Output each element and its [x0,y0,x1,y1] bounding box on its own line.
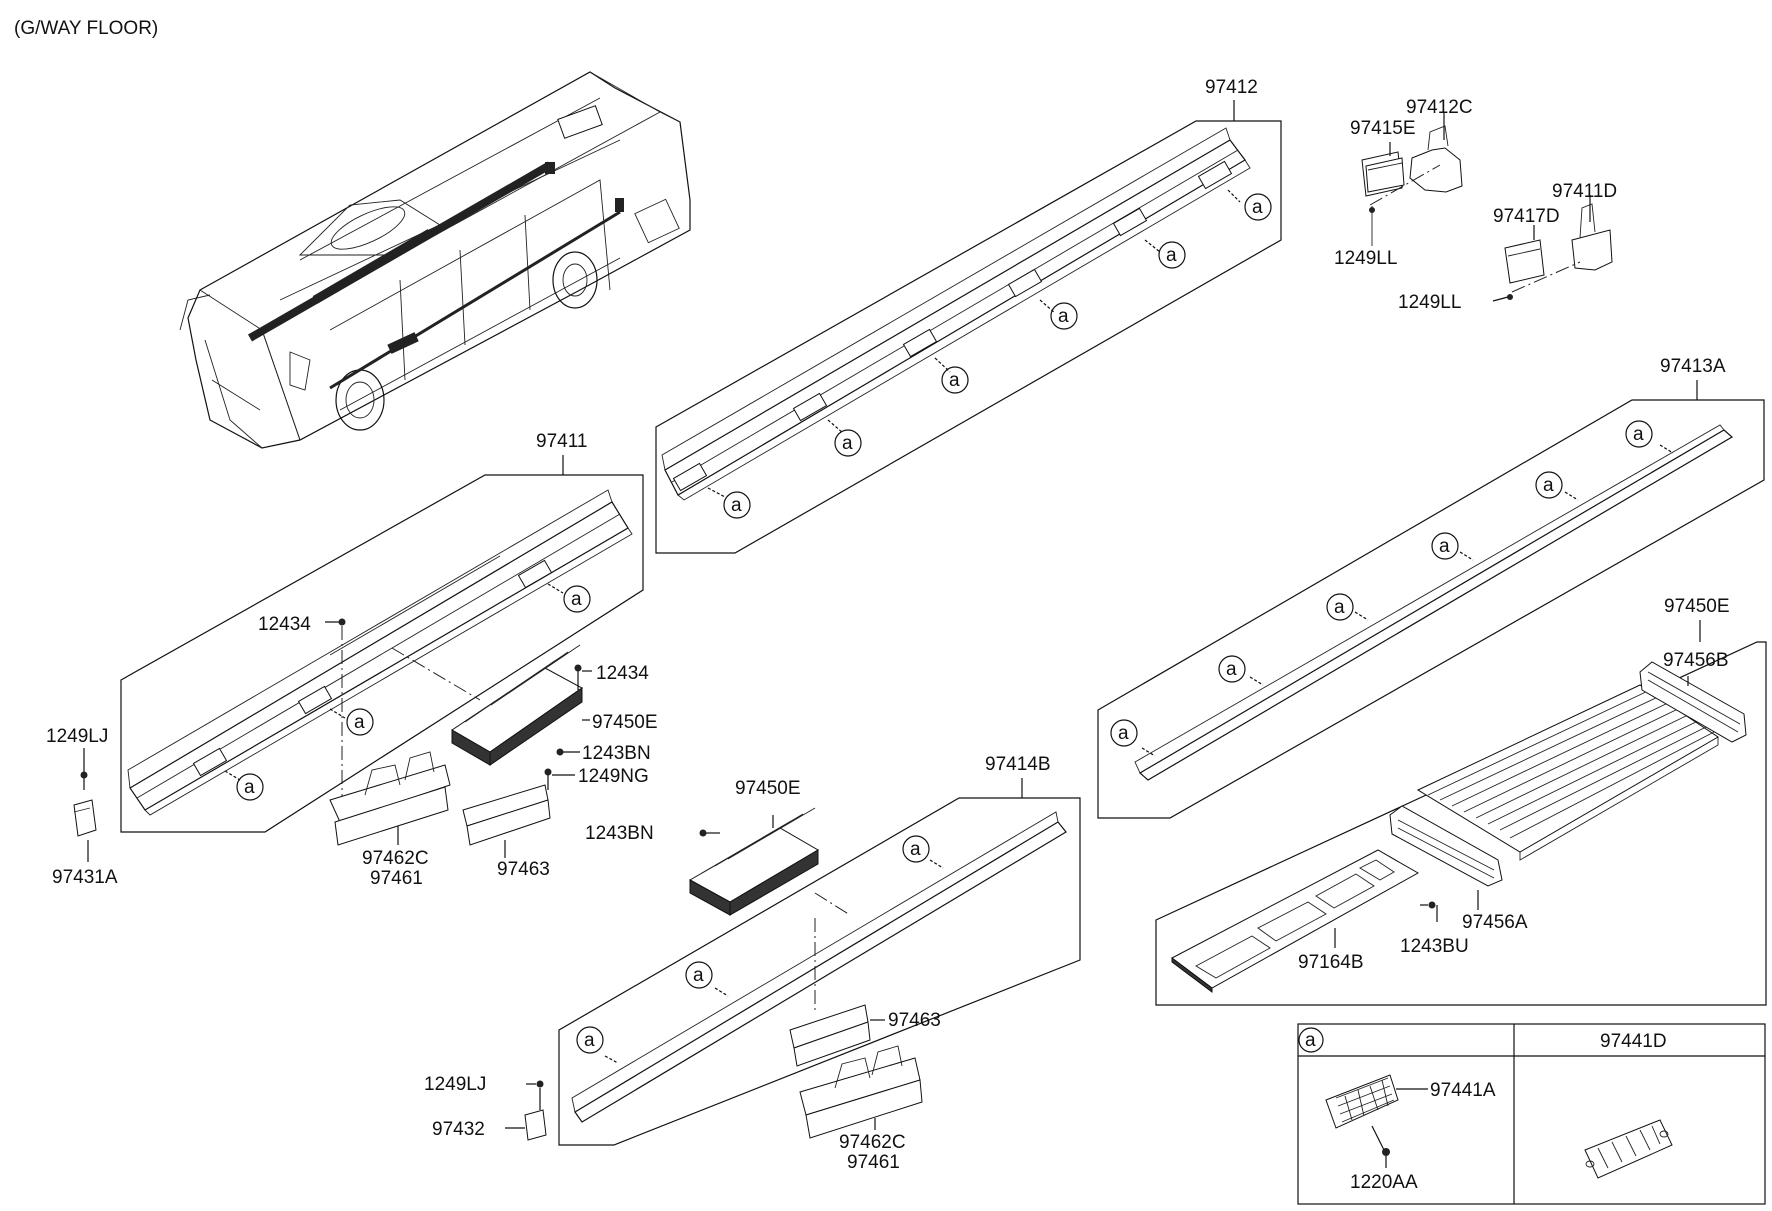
svg-text:a: a [949,370,960,391]
label-97414B: 97414B [985,754,1051,775]
label-1249LJ: 1249LJ [46,726,108,747]
svg-text:a: a [1058,306,1069,327]
label-97450E: 97450E [1664,596,1730,617]
legend-part-97441D: 97441D [1600,1031,1667,1052]
svg-text:a: a [1334,597,1345,618]
group-97411: 97411 [120,431,644,833]
legend-item-97441A: 97441A [1430,1080,1496,1101]
label-97431A: 97431A [52,867,118,888]
legend-item-1220AA: 1220AA [1350,1172,1418,1193]
group-97414B: 97414B [505,754,1081,1146]
svg-text:a: a [842,433,853,454]
label-12434: 12434 [596,663,649,684]
svg-text:a: a [1252,197,1263,218]
legend-marker: a [1305,1030,1316,1051]
svg-text:a: a [910,839,921,860]
label-97450E: 97450E [735,778,801,799]
label-97463: 97463 [888,1010,941,1031]
svg-text:a: a [693,965,704,986]
marker-a: a [563,585,591,613]
label-97164B: 97164B [1298,952,1364,973]
bus-illustration [179,71,691,449]
group-97412: 97412 [655,77,1282,554]
svg-text:a: a [244,777,255,798]
label-97415E: 97415E [1350,118,1416,139]
label-1243BU: 1243BU [1400,936,1469,957]
label-97411D: 97411D [1552,181,1617,202]
label-97450E: 97450E [592,712,658,733]
marker-a: a [1158,241,1186,269]
label-1249NG: 1249NG [578,766,649,787]
label-97461: 97461 [370,868,423,889]
svg-text:a: a [1633,424,1644,445]
svg-text:a: a [571,589,582,610]
svg-text:a: a [1166,245,1177,266]
svg-text:a: a [1439,536,1450,557]
label-1249LL: 1249LL [1334,248,1397,269]
label-97461: 97461 [847,1152,900,1173]
svg-text:a: a [731,495,742,516]
svg-text:a: a [354,712,365,733]
marker-a: a [941,366,969,394]
label-97456A: 97456A [1462,912,1528,933]
marker-a: a [723,491,751,519]
label-97456B: 97456B [1663,650,1729,671]
marker-a: a [1326,593,1354,621]
label-97432: 97432 [432,1119,485,1140]
group-97450E: 97450E [1155,596,1767,1006]
label-97412C: 97412C [1406,97,1473,118]
marker-a: a [1110,719,1138,747]
marker-a: a [685,961,713,989]
marker-a: a [1431,532,1459,560]
marker-a: a [1050,302,1078,330]
label-97417D: 97417D [1493,206,1560,227]
marker-a: a [902,835,930,863]
label-1243BN: 1243BN [585,823,654,844]
label-97463: 97463 [497,859,550,880]
marker-a: a [236,773,264,801]
svg-text:a: a [1226,659,1237,680]
svg-text:a: a [1118,723,1129,744]
label-1249LJ: 1249LJ [424,1074,486,1095]
legend-table: a 97441D [1297,1023,1766,1205]
label-97411: 97411 [536,431,587,452]
diagram-title: (G/WAY FLOOR) [14,18,158,39]
marker-a: a [576,1026,604,1054]
marker-a: a [1218,655,1246,683]
label-97462C: 97462C [839,1132,906,1153]
svg-text:a: a [584,1030,595,1051]
label-12434: 12434 [258,614,311,635]
marker-a: a [1625,420,1653,448]
svg-text:a: a [1543,475,1554,496]
parts-97411-sub [73,618,592,862]
bracket-parts-top [1361,112,1613,302]
marker-a: a [834,429,862,457]
marker-a: a [1244,193,1272,221]
group-97413A: 97413A [1097,356,1765,819]
label-1249LL: 1249LL [1398,292,1461,313]
label-1243BN: 1243BN [582,743,651,764]
label-97412: 97412 [1205,77,1258,98]
label-97462C: 97462C [362,848,429,869]
label-97413A: 97413A [1660,356,1726,377]
marker-a: a [346,708,374,736]
marker-a: a [1535,471,1563,499]
